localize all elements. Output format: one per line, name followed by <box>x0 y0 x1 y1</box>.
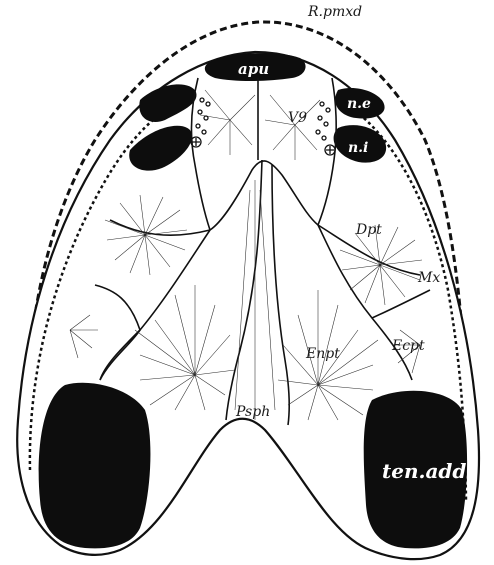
label-mx: Mx <box>417 270 440 286</box>
label-dpt: Dpt <box>355 222 382 238</box>
label-psph: Psph <box>235 404 270 420</box>
label-ecpt: Ecpt <box>391 338 425 354</box>
label-r-pmxd: R.pmxd <box>307 4 362 20</box>
label-apu: apu <box>238 60 269 78</box>
label-v9: V9 <box>288 110 307 126</box>
label-ten-add: ten.add <box>382 459 466 483</box>
label-ne: n.e <box>347 96 371 112</box>
label-ni: n.i <box>348 140 368 156</box>
left-adductor-fossa <box>39 383 151 549</box>
label-enpt: Enpt <box>305 346 340 362</box>
